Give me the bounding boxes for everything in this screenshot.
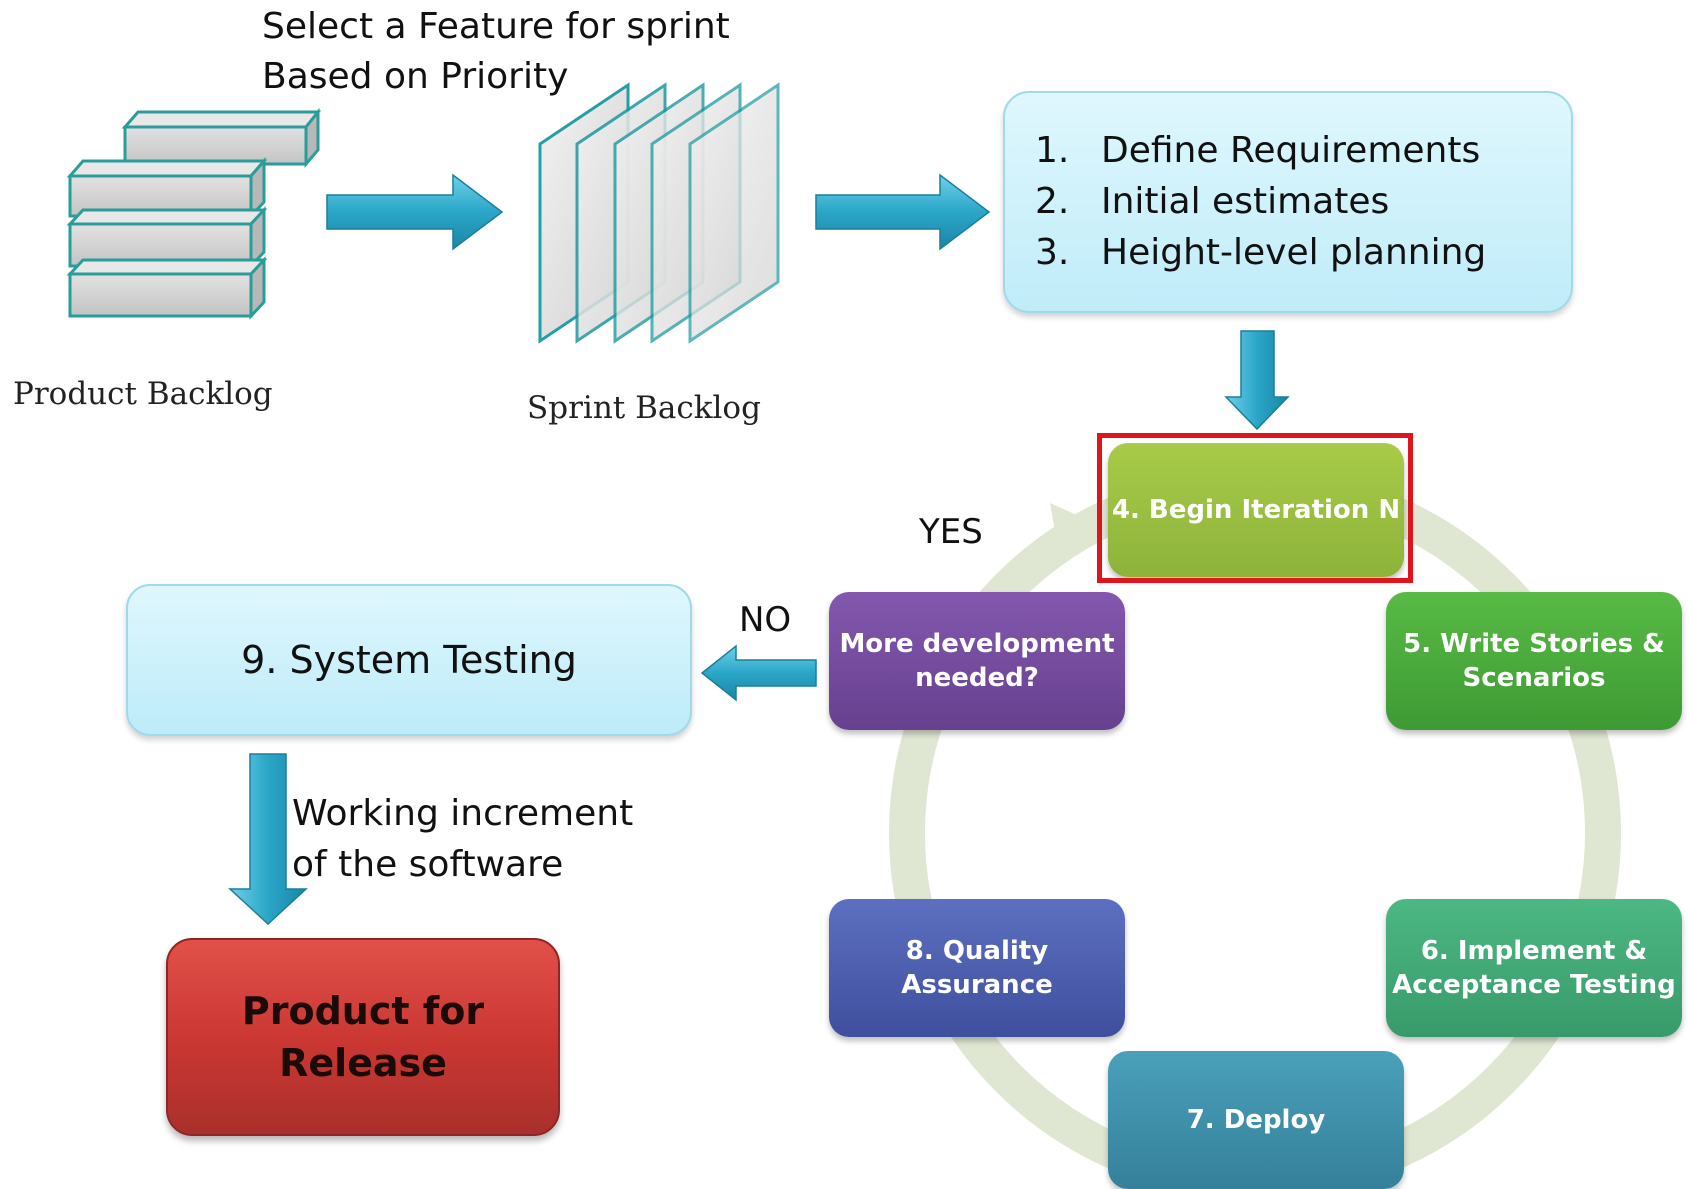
deploy-box: 7. Deploy xyxy=(1108,1051,1404,1189)
feature-selection-caption: Select a Feature for sprint Based on Pri… xyxy=(262,2,730,102)
arrow-backlog-to-sprint xyxy=(326,173,504,251)
planning-item-text: Initial estimates xyxy=(1101,181,1390,222)
increment-line-1: Working increment xyxy=(292,793,634,834)
arrow-decision-to-testing xyxy=(700,644,817,702)
arrow-planning-to-iteration xyxy=(1224,330,1290,431)
planning-item: 3. Height-level planning xyxy=(1035,227,1486,278)
planning-item-text: Height-level planning xyxy=(1101,232,1487,273)
release-line-2: Release xyxy=(279,1041,447,1085)
write-stories-box: 5. Write Stories & Scenarios xyxy=(1386,592,1682,730)
quality-assurance-box: 8. Quality Assurance xyxy=(829,899,1125,1037)
deploy-label: 7. Deploy xyxy=(1186,1105,1326,1135)
planning-item-number: 2. xyxy=(1035,181,1070,222)
implement-testing-label: 6. Implement & Acceptance Testing xyxy=(1392,936,1676,1000)
yes-label: YES xyxy=(919,512,983,552)
product-backlog-label: Product Backlog xyxy=(13,376,273,412)
product-backlog-icon xyxy=(66,107,322,320)
increment-line-2: of the software xyxy=(292,844,564,885)
planning-item: 2. Initial estimates xyxy=(1035,176,1486,227)
release-line-1: Product for xyxy=(241,989,485,1033)
caption-line-1: Select a Feature for sprint xyxy=(262,6,730,47)
system-testing-label: 9. System Testing xyxy=(241,638,577,682)
sprint-backlog-icon xyxy=(538,82,780,344)
begin-iteration-label: 4. Begin Iteration N xyxy=(1111,495,1401,525)
planning-item-number: 3. xyxy=(1035,232,1070,273)
write-stories-label: 5. Write Stories & Scenarios xyxy=(1403,629,1665,693)
more-development-label: More development needed? xyxy=(839,629,1115,693)
more-development-decision-box: More development needed? xyxy=(829,592,1125,730)
planning-item-text: Define Requirements xyxy=(1101,130,1481,171)
planning-item: 1. Define Requirements xyxy=(1035,125,1486,176)
implement-testing-box: 6. Implement & Acceptance Testing xyxy=(1386,899,1682,1037)
arrow-sprint-to-planning xyxy=(815,173,991,251)
ring-arrowhead xyxy=(1050,503,1092,560)
working-increment-caption: Working increment of the software xyxy=(292,788,633,890)
sprint-backlog-label: Sprint Backlog xyxy=(527,390,761,426)
caption-line-2: Based on Priority xyxy=(262,56,569,97)
product-release-box: Product for Release xyxy=(166,938,560,1136)
no-label: NO xyxy=(739,600,792,640)
planning-item-number: 1. xyxy=(1035,130,1070,171)
highlight-frame xyxy=(1097,433,1413,583)
system-testing-box: 9. System Testing xyxy=(126,584,692,736)
begin-iteration-box: 4. Begin Iteration N xyxy=(1108,443,1404,577)
arrow-testing-to-release xyxy=(228,753,308,926)
quality-assurance-label: 8. Quality Assurance xyxy=(901,936,1053,1000)
planning-list: 1. Define Requirements 2. Initial estima… xyxy=(1035,125,1486,278)
planning-box: 1. Define Requirements 2. Initial estima… xyxy=(1003,91,1573,313)
